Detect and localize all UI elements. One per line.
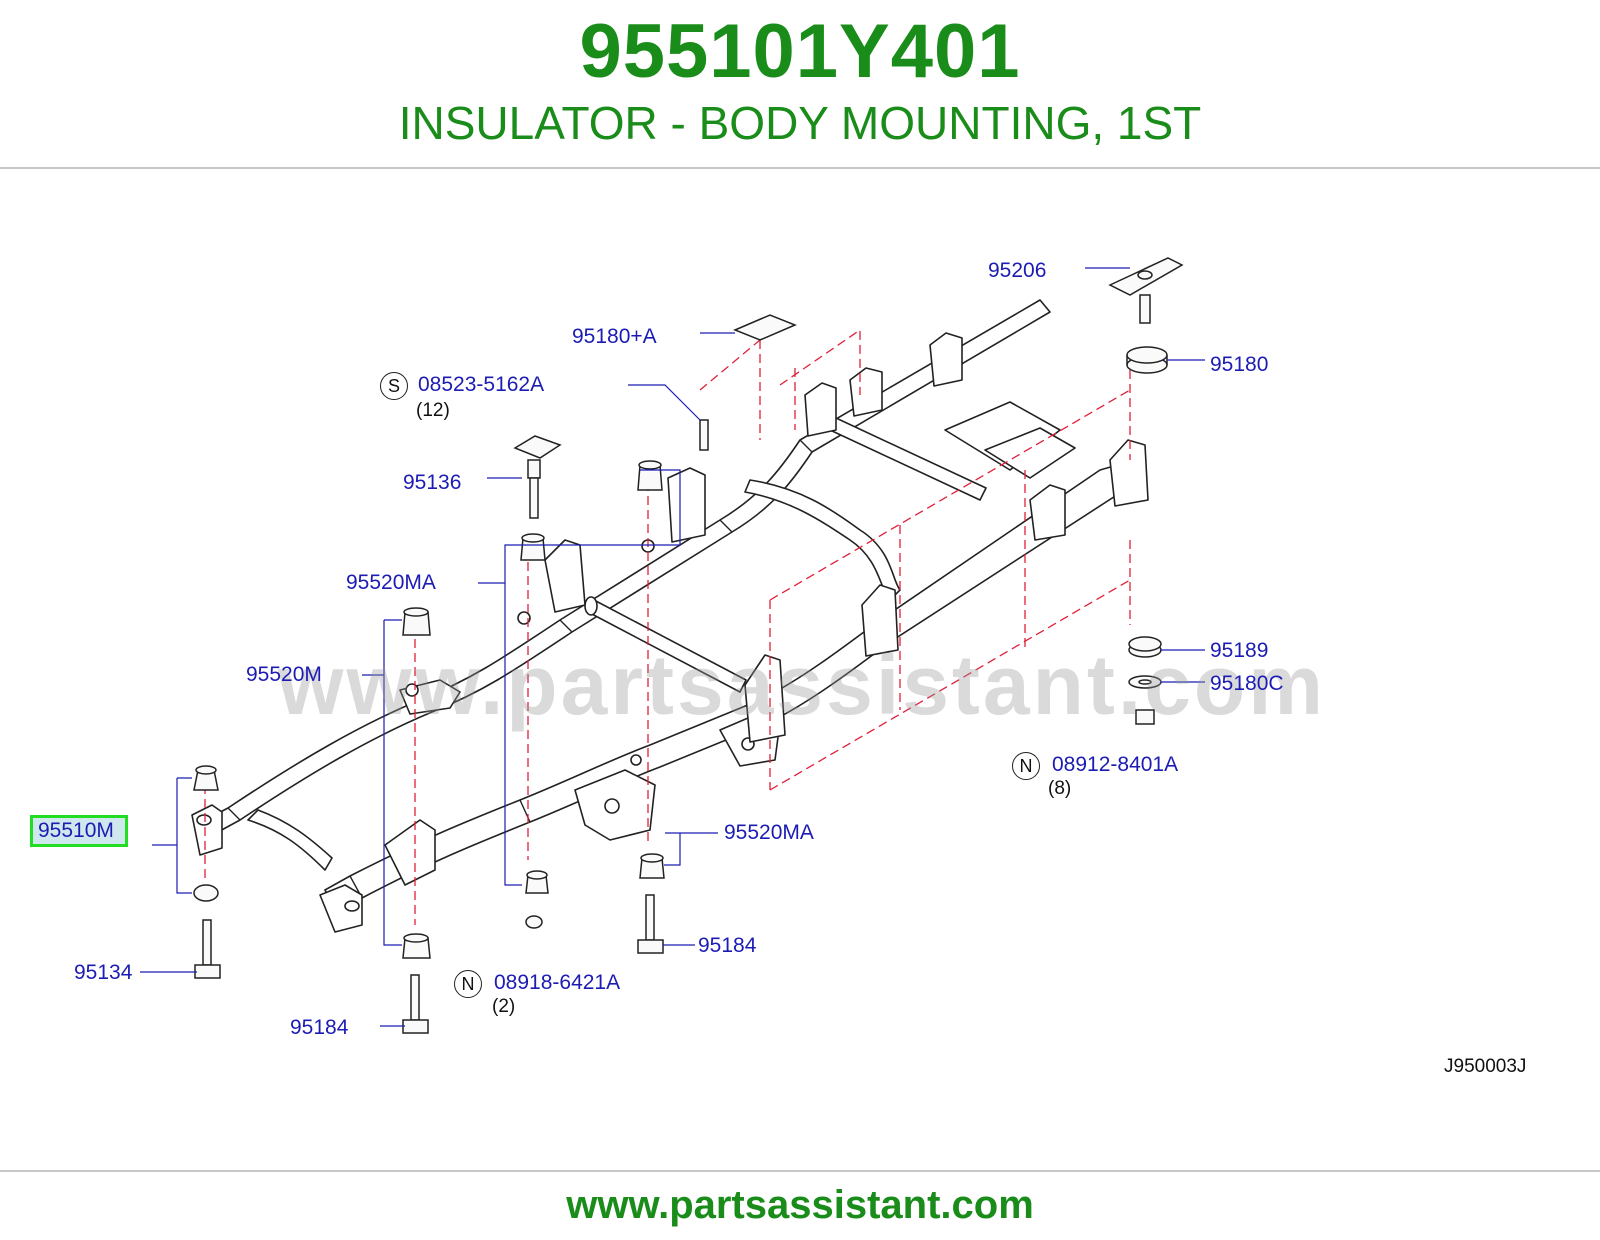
badge-n-08912: N xyxy=(1012,752,1040,780)
part-name-subtitle: INSULATOR - BODY MOUNTING, 1ST xyxy=(398,97,1202,149)
mount-tower-6 xyxy=(849,367,883,417)
frame-front-horn-left xyxy=(191,804,223,856)
callout-95184-right[interactable]: 95184 xyxy=(698,934,757,957)
qty-08523: (12) xyxy=(416,400,450,421)
footer-website-link[interactable]: www.partsassistant.com xyxy=(566,1183,1034,1227)
callout-95206[interactable]: 95206 xyxy=(988,259,1047,282)
mount-tower-7 xyxy=(929,332,963,387)
badge-s-08523: S xyxy=(380,372,408,400)
loose-parts xyxy=(193,257,1184,1034)
callout-95520M[interactable]: 95520M xyxy=(246,663,322,686)
callout-95180C[interactable]: 95180C xyxy=(1210,672,1284,695)
frame-rear-tube xyxy=(744,479,901,601)
part-08912-nut xyxy=(1135,709,1155,725)
mount-tower-2 xyxy=(667,467,706,543)
header: 955101Y401 INSULATOR - BODY MOUNTING, 1S… xyxy=(0,0,1600,168)
part-95184-bolt-right xyxy=(645,894,655,941)
mount-tower-1 xyxy=(544,539,586,613)
callout-95184-left[interactable]: 95184 xyxy=(290,1016,349,1039)
part-95184-bolt-left xyxy=(410,974,420,1021)
qty-08918: (2) xyxy=(492,996,516,1017)
part-95134-bolt xyxy=(202,919,212,966)
callout-95180A[interactable]: 95180+A xyxy=(572,325,657,348)
callout-08523-5162A[interactable]: 08523-5162A xyxy=(418,373,545,396)
part-95180A-plate xyxy=(733,314,797,341)
mount-tower-4 xyxy=(861,584,899,657)
mount-tower-3 xyxy=(744,654,786,743)
selected-part-highlight xyxy=(30,815,128,847)
callout-08918-6421A[interactable]: 08918-6421A xyxy=(494,971,621,994)
frame-front-bracket xyxy=(384,819,436,886)
chassis-frame xyxy=(191,299,1149,933)
part-08523-bolt xyxy=(699,419,709,451)
assembly-leaders xyxy=(204,328,1131,925)
part-95136-pad xyxy=(513,435,562,459)
badge-n-08918: N xyxy=(454,970,482,998)
frame-front-horn-right xyxy=(319,884,363,933)
callout-95510M[interactable]: 95510M xyxy=(38,819,114,842)
frame-front-crossmember xyxy=(247,809,333,871)
mount-tower-9 xyxy=(1029,484,1066,541)
callout-95136[interactable]: 95136 xyxy=(403,471,462,494)
frame-left-rail xyxy=(204,299,1051,833)
part-95510M-lower xyxy=(193,884,219,902)
mount-tower-8 xyxy=(1109,439,1149,507)
diagram-reference-code: J950003J xyxy=(1444,1056,1527,1077)
frame-middle-tube xyxy=(587,599,747,693)
callout-95134[interactable]: 95134 xyxy=(74,961,133,984)
footer-divider xyxy=(0,1170,1600,1172)
callout-95180[interactable]: 95180 xyxy=(1210,353,1269,376)
callout-95189[interactable]: 95189 xyxy=(1210,639,1269,662)
qty-08912: (8) xyxy=(1048,778,1072,799)
part-number-title: 955101Y401 xyxy=(579,9,1021,94)
header-divider xyxy=(0,167,1600,169)
part-08918-nut xyxy=(525,915,543,929)
mount-tower-5 xyxy=(804,382,837,437)
callout-95520MA-lower[interactable]: 95520MA xyxy=(724,821,814,844)
callout-08912-8401A[interactable]: 08912-8401A xyxy=(1052,753,1179,776)
callout-leaders xyxy=(140,267,1205,1027)
callout-95520MA-upper[interactable]: 95520MA xyxy=(346,571,436,594)
